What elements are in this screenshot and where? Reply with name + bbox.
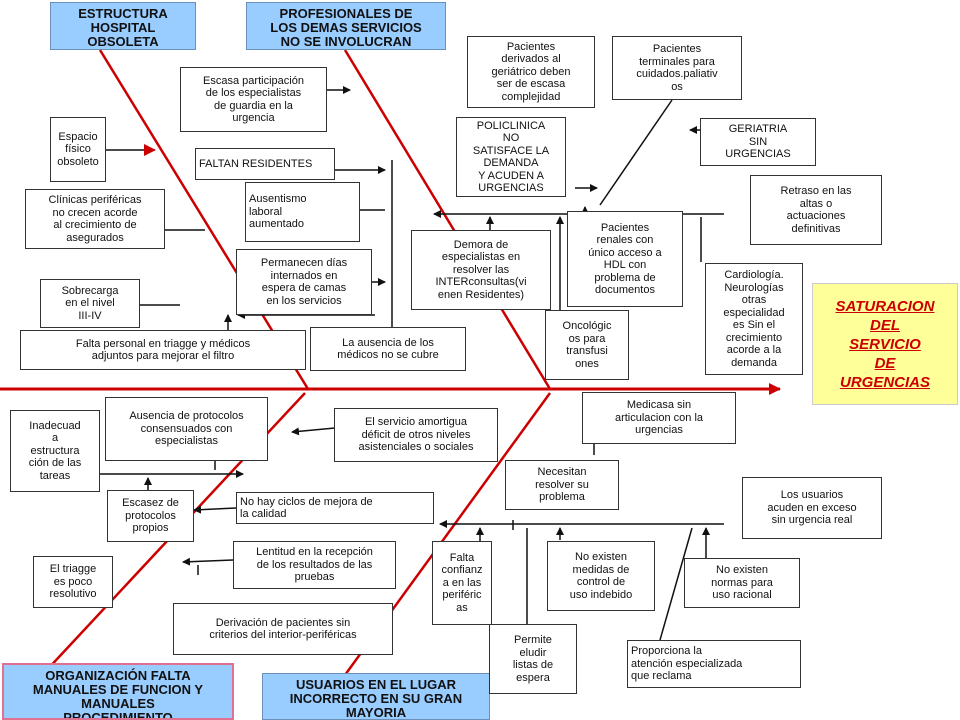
cause-permite-eludir: Permite eludir listas de espera bbox=[489, 624, 577, 694]
cause-escasa-participacion: Escasa participación de los especialista… bbox=[180, 67, 327, 132]
cause-no-medidas: No existen medidas de control de uso ind… bbox=[547, 541, 655, 611]
cause-pacientes-geriatrico: Pacientes derivados al geriátrico deben … bbox=[467, 36, 595, 108]
cause-ausencia-protocolos: Ausencia de protocolos consensuados con … bbox=[105, 397, 268, 461]
category-organizacion: ORGANIZACIÓN FALTA MANUALES DE FUNCION Y… bbox=[2, 663, 234, 720]
cause-ciclos-mejora: No hay ciclos de mejora de la calidad bbox=[236, 492, 434, 524]
cause-no-normas: No existen normas para uso racional bbox=[684, 558, 800, 608]
cause-lentitud: Lentitud en la recepción de los resultad… bbox=[233, 541, 396, 589]
category-profesionales: PROFESIONALES DE LOS DEMAS SERVICIOS NO … bbox=[246, 2, 446, 50]
cause-medicasa: Medicasa sin articulacion con la urgenci… bbox=[582, 392, 736, 444]
cause-falta-personal: Falta personal en triagge y médicos adju… bbox=[20, 330, 306, 370]
cause-proporciona: Proporciona la atención especializada qu… bbox=[627, 640, 801, 688]
cause-pacientes-terminales: Pacientes terminales para cuidados.palia… bbox=[612, 36, 742, 100]
cause-triagge-poco: El triagge es poco resolutivo bbox=[33, 556, 113, 608]
cause-policlinica: POLICLINICA NO SATISFACE LA DEMANDA Y AC… bbox=[456, 117, 566, 197]
cause-geriatria: GERIATRIA SIN URGENCIAS bbox=[700, 118, 816, 166]
cause-usuarios-acuden: Los usuarios acuden en exceso sin urgenc… bbox=[742, 477, 882, 539]
cause-derivacion: Derivación de pacientes sin criterios de… bbox=[173, 603, 393, 655]
cause-ausentismo: Ausentismo laboral aumentado bbox=[245, 182, 360, 242]
cause-servicio-amortigua: El servicio amortigua déficit de otros n… bbox=[334, 408, 498, 462]
cause-espacio-fisico: Espacio físico obsoleto bbox=[50, 117, 106, 182]
cause-inadecuada: Inadecuad a estructura ción de las tarea… bbox=[10, 410, 100, 492]
cause-demora-especialistas: Demora de especialistas en resolver las … bbox=[411, 230, 551, 310]
cause-retraso-altas: Retraso en las altas o actuaciones defin… bbox=[750, 175, 882, 245]
cause-oncologicos: Oncológic os para transfusi ones bbox=[545, 310, 629, 380]
cause-pacientes-renales: Pacientes renales con único acceso a HDL… bbox=[567, 211, 683, 307]
cause-permanecen-dias: Permanecen días internados en espera de … bbox=[236, 249, 372, 315]
bone-top-mid bbox=[343, 49, 552, 390]
cause-ausencia-medicos: La ausencia de los médicos no se cubre bbox=[310, 327, 466, 371]
effect-saturacion: SATURACION DEL SERVICIO DE URGENCIAS bbox=[812, 283, 958, 405]
cause-cardiologia: Cardiología. Neurologías otras especiali… bbox=[705, 263, 803, 375]
cause-sobrecarga: Sobrecarga en el nivel III-IV bbox=[40, 279, 140, 328]
cause-necesitan-resolver: Necesitan resolver su problema bbox=[505, 460, 619, 510]
category-estructura-hospital: ESTRUCTURA HOSPITAL OBSOLETA bbox=[50, 2, 196, 50]
category-usuarios: USUARIOS EN EL LUGAR INCORRECTO EN SU GR… bbox=[262, 673, 490, 720]
cause-falta-confianza: Falta confianz a en las periféric as bbox=[432, 541, 492, 625]
cause-clinicas-perifericas: Clínicas periféricas no crecen acorde al… bbox=[25, 189, 165, 249]
cause-faltan-residentes: FALTAN RESIDENTES bbox=[195, 148, 335, 180]
cause-escasez-protocolos: Escasez de protocolos propios bbox=[107, 490, 194, 542]
